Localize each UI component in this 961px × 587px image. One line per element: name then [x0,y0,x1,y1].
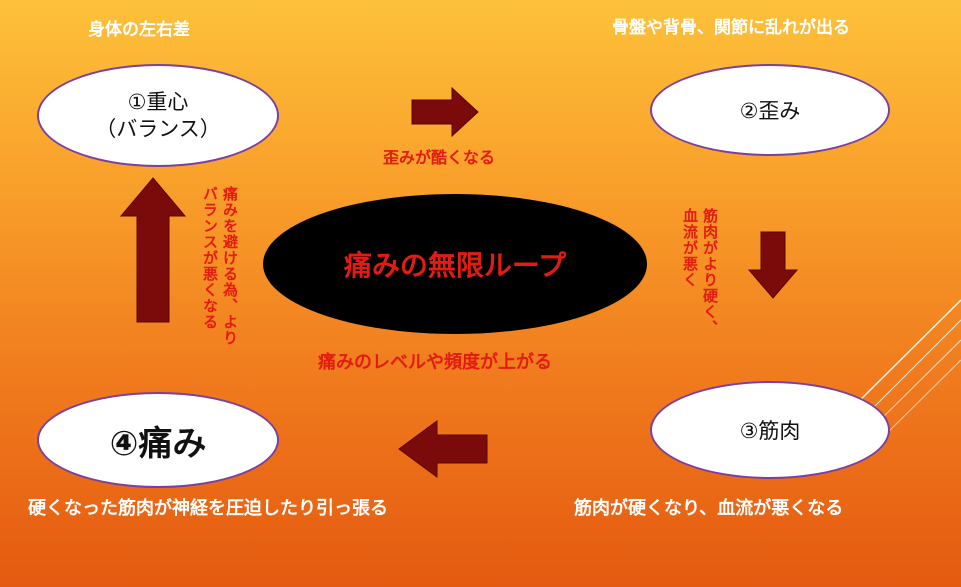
node-distortion-label: ②歪み [739,99,801,123]
node-pain: ④痛み [37,392,279,488]
caption-bottom-right: 筋肉が硬くなり、血流が悪くなる [574,498,844,519]
arrow-label-bottom: 痛みのレベルや頻度が上がる [318,352,552,373]
node-balance: ①重心 （バランス） [37,64,279,167]
center-ellipse: 痛みの無限ループ [263,194,647,334]
arrow-left [398,420,488,478]
node-muscle: ③筋肉 [650,381,890,479]
node-distortion: ②歪み [650,64,890,156]
arrow-label-right-col2: 血流が悪く [681,208,699,288]
caption-top-left: 身体の左右差 [88,20,190,40]
caption-bottom-left: 硬くなった筋肉が神経を圧迫したり引っ張る [28,498,388,519]
arrow-label-left-col2: バランスが悪くなる [201,186,219,330]
caption-top-right: 骨盤や背骨、関節に乱れが出る [612,18,850,38]
center-label: 痛みの無限ループ [343,249,567,282]
arrow-up [119,177,187,323]
arrow-right [411,86,479,138]
node-muscle-label: ③筋肉 [739,419,801,443]
node-balance-line2: （バランス） [95,116,221,141]
node-pain-label: ④痛み [109,423,207,464]
arrow-label-left-col1: 痛みを避ける為、より [221,186,239,346]
arrow-label-right-col1: 筋肉がより硬く、 [701,208,719,336]
arrow-down [747,231,799,299]
arrow-label-top: 歪みが酷くなる [383,148,496,167]
node-balance-line1: ①重心 [127,89,189,114]
